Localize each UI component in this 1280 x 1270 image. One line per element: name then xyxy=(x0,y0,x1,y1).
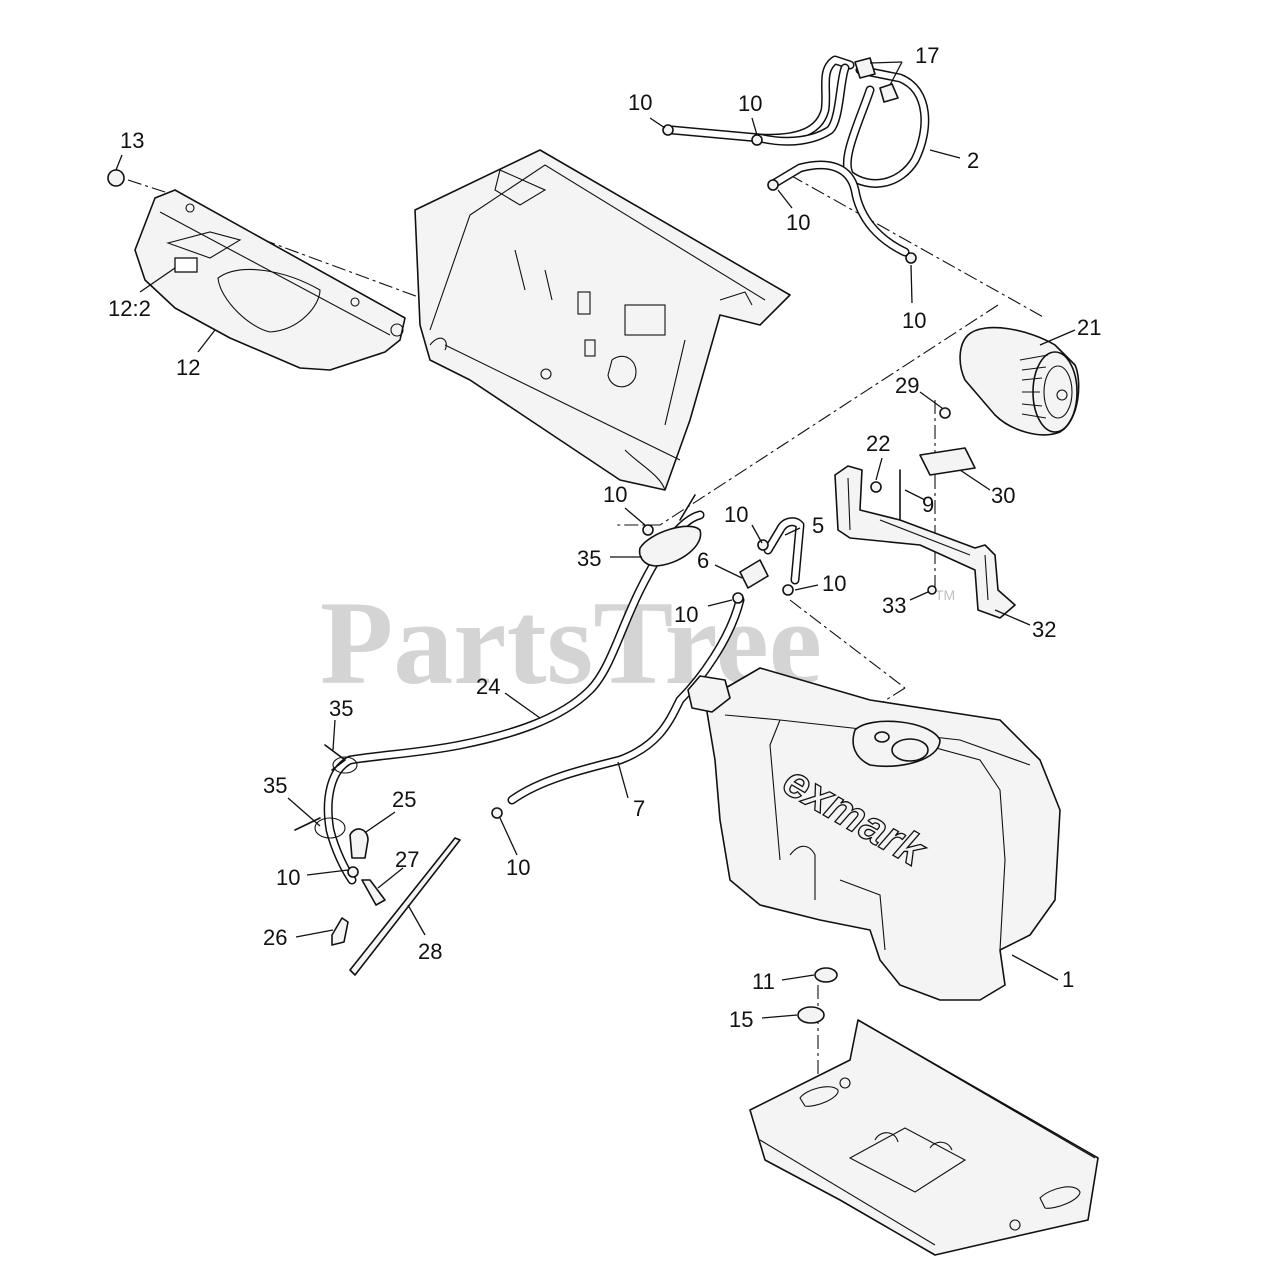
nut-part-29 xyxy=(939,407,951,419)
grommets-part-11-15 xyxy=(797,967,838,1024)
callout-10-h: 10 xyxy=(822,571,846,596)
fuel-cap xyxy=(687,675,731,713)
callout-15: 15 xyxy=(729,1007,753,1032)
clip-part-27 xyxy=(361,879,386,906)
vent-hose-part-2 xyxy=(662,55,930,264)
callout-10-f: 10 xyxy=(724,502,748,527)
callout-10-d: 10 xyxy=(902,308,926,333)
small-parts-26-27-28 xyxy=(331,837,461,976)
console-panel xyxy=(414,149,791,491)
callout-7: 7 xyxy=(633,796,645,821)
fitting-part-26 xyxy=(331,917,349,946)
callout-17: 17 xyxy=(915,43,939,68)
callout-12: 12 xyxy=(176,355,200,380)
callout-21: 21 xyxy=(1077,315,1101,340)
callout-27: 27 xyxy=(395,847,419,872)
callout-28: 28 xyxy=(418,939,442,964)
callout-10-b: 10 xyxy=(738,91,762,116)
callout-10-i: 10 xyxy=(276,865,300,890)
clip-part-30 xyxy=(919,447,976,476)
canister-part-21 xyxy=(959,326,1080,436)
callout-6: 6 xyxy=(697,548,709,573)
callout-10-c: 10 xyxy=(786,210,810,235)
callout-10-e: 10 xyxy=(603,482,627,507)
base-plate xyxy=(749,1019,1099,1256)
strap-part-28 xyxy=(349,837,461,976)
alignment-lines xyxy=(127,174,1046,1076)
nut-part-22 xyxy=(870,481,882,493)
callout-10-a: 10 xyxy=(628,90,652,115)
callout-35-a: 35 xyxy=(577,546,601,571)
fittings-part-5-6 xyxy=(642,517,805,604)
callout-12-2: 12:2 xyxy=(108,296,151,321)
callout-33: 33 xyxy=(882,593,906,618)
callout-35-c: 35 xyxy=(263,773,287,798)
callout-29: 29 xyxy=(895,373,919,398)
callout-2: 2 xyxy=(967,148,979,173)
grommet-part-15 xyxy=(797,1006,825,1024)
bolt-part-33 xyxy=(927,585,937,595)
callout-30: 30 xyxy=(991,483,1015,508)
fuel-line-part-24 xyxy=(294,494,705,885)
clamp-part-35-upper xyxy=(638,525,702,567)
callout-11: 11 xyxy=(752,969,775,994)
bolt-part-13 xyxy=(107,169,125,187)
callout-24: 24 xyxy=(476,674,500,699)
callout-22: 22 xyxy=(866,431,890,456)
filter-part-25 xyxy=(349,828,369,859)
fuel-tank-part-1: exmark xyxy=(687,667,1061,1001)
grommet-part-11 xyxy=(814,967,838,983)
fuel-line-part-7 xyxy=(491,595,745,819)
leader-lines xyxy=(115,61,1076,1019)
callout-25: 25 xyxy=(392,787,416,812)
callout-10-j: 10 xyxy=(506,855,530,880)
side-panel-part-12 xyxy=(107,169,406,371)
callout-35-b: 35 xyxy=(329,696,353,721)
callout-1: 1 xyxy=(1062,967,1074,992)
callout-26: 26 xyxy=(263,925,287,950)
callout-9: 9 xyxy=(922,492,934,517)
watermark-trademark: TM xyxy=(935,587,955,603)
callout-5: 5 xyxy=(812,513,824,538)
callout-labels: 13 12:2 12 17 10 10 2 10 10 21 29 22 9 3… xyxy=(108,43,1101,1032)
callout-13: 13 xyxy=(120,128,144,153)
callout-10-g: 10 xyxy=(674,602,698,627)
bracket-part-32 xyxy=(834,407,1016,619)
callout-32: 32 xyxy=(1032,617,1056,642)
decal-12-2 xyxy=(174,257,198,273)
